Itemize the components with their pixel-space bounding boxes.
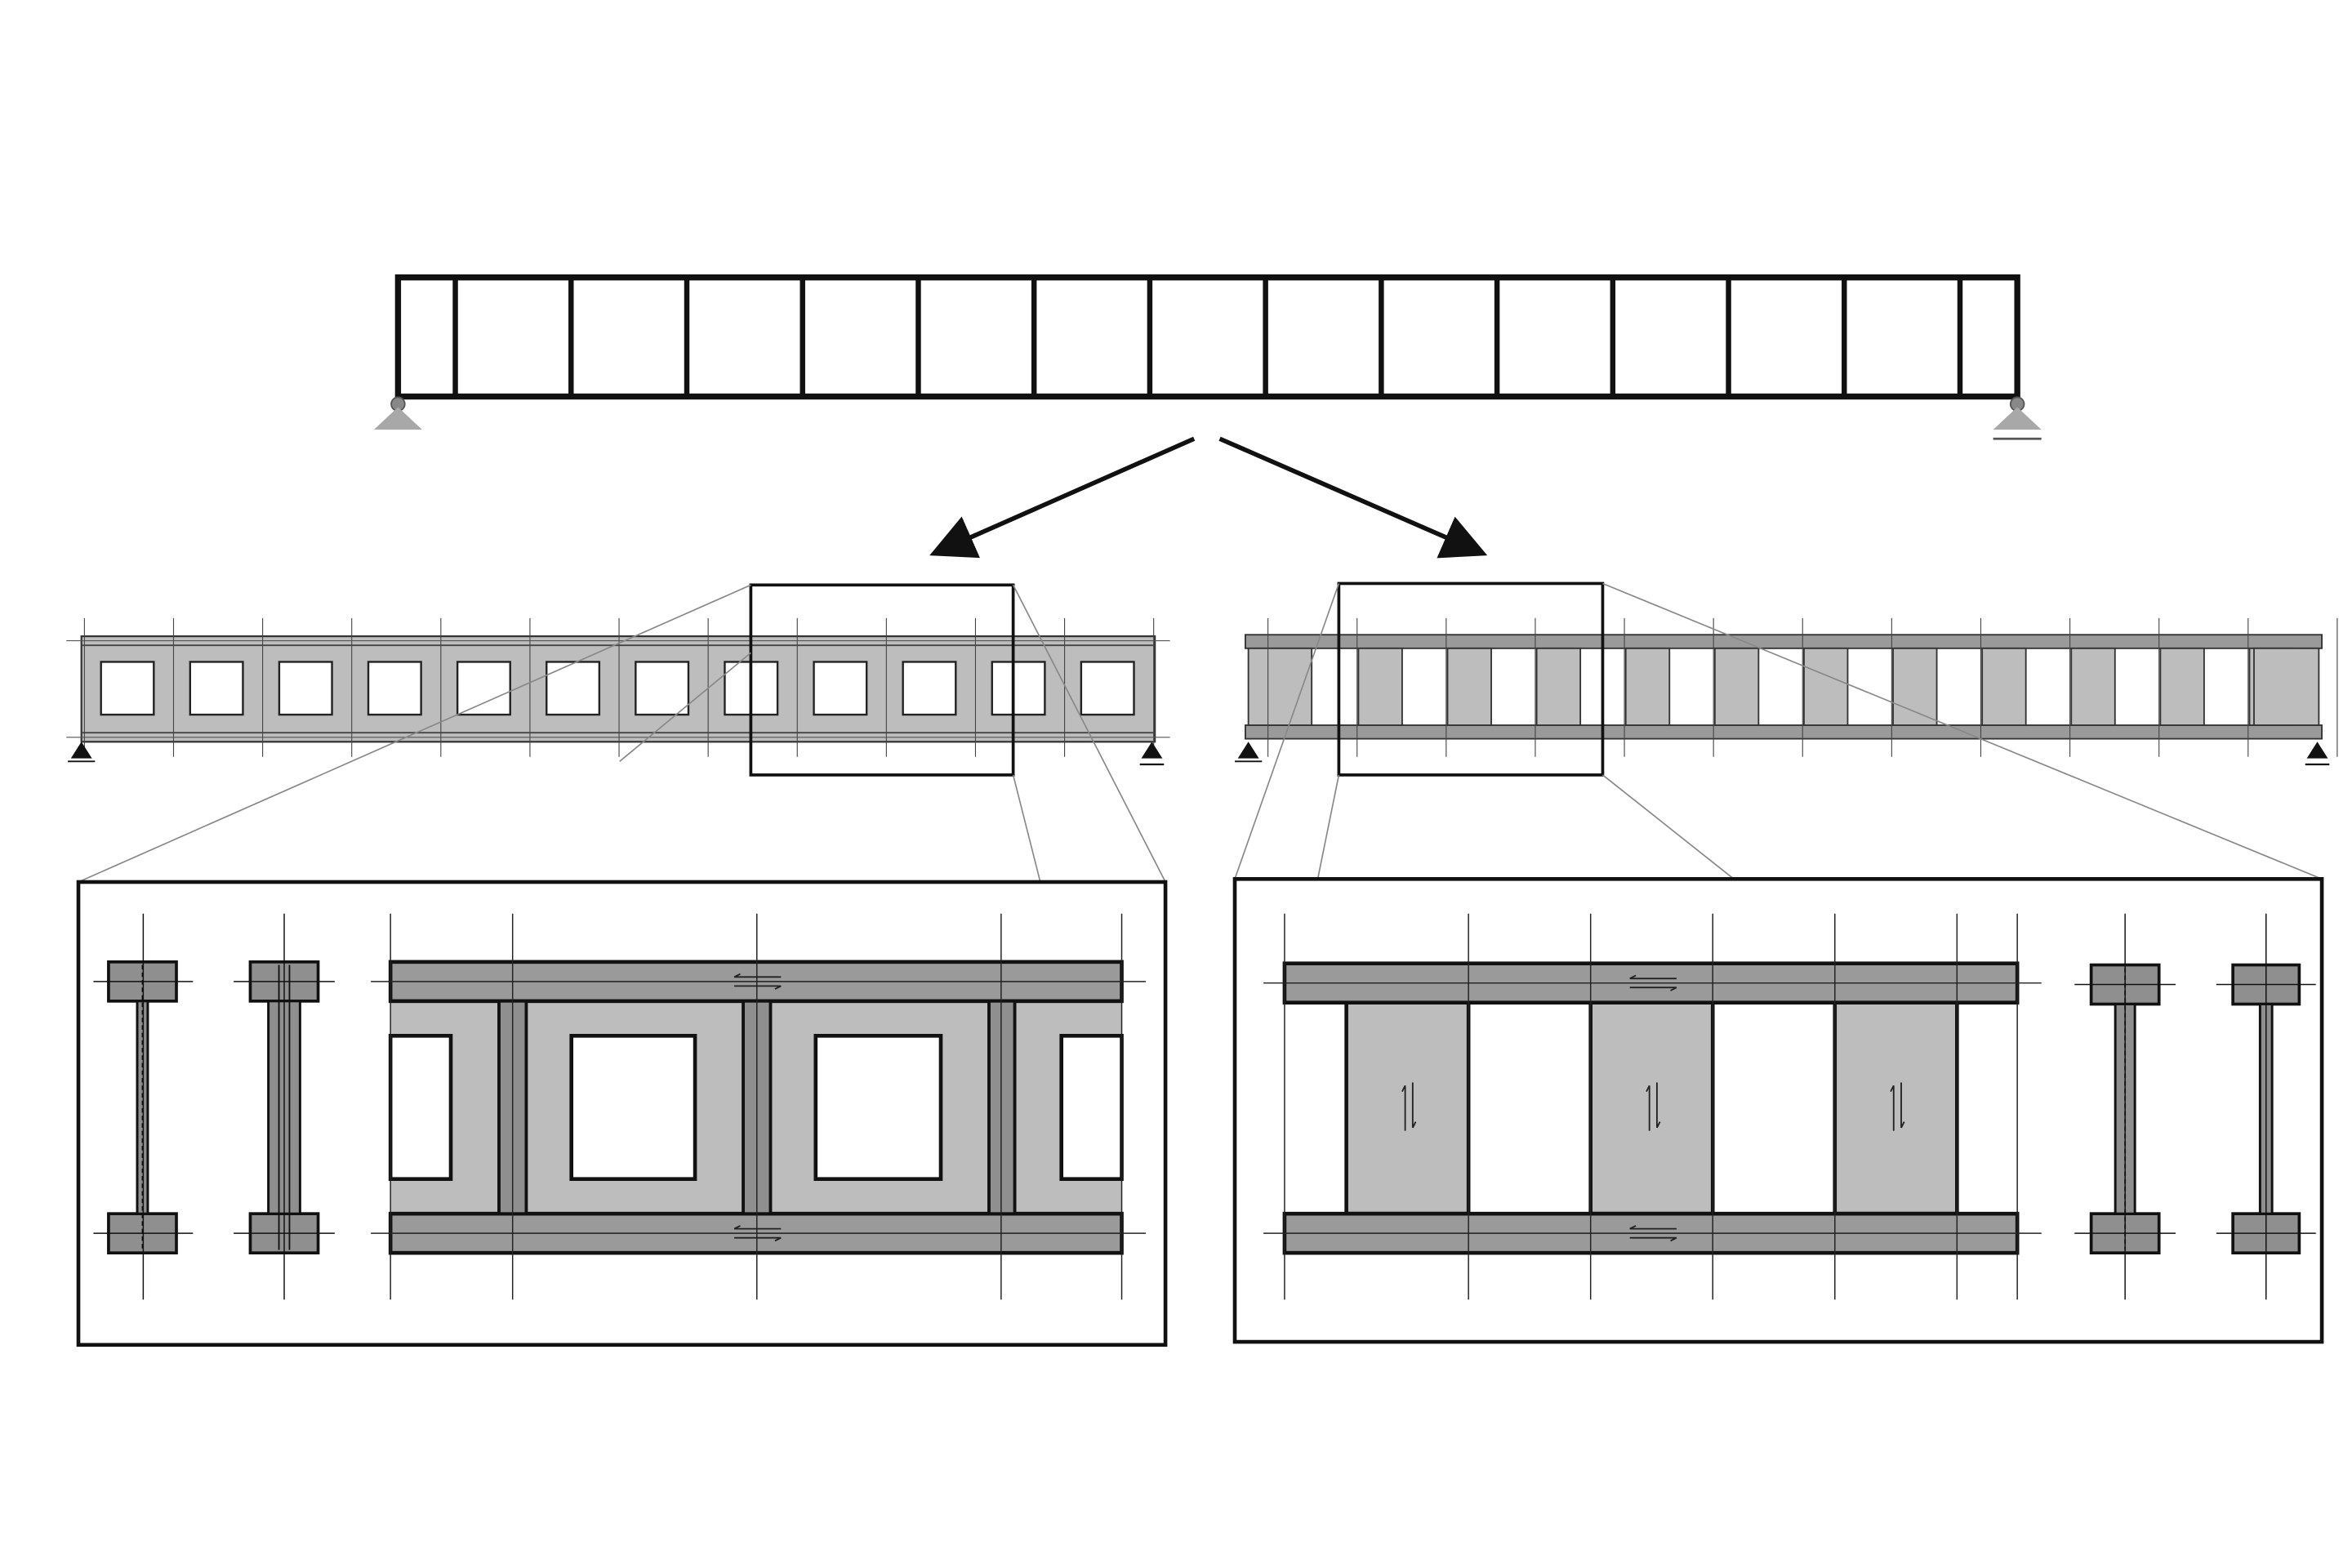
- web-plate: [1446, 647, 1492, 726]
- right-section-view-1: [2074, 913, 2176, 1300]
- left-beam-web: [80, 635, 1156, 743]
- left-beam-roller-support: [1139, 742, 1165, 766]
- truss-verticals: [452, 277, 1963, 397]
- left-beam-openings: [100, 661, 1135, 716]
- left-leader-lines: [78, 584, 1166, 883]
- right-top-chord: [1245, 634, 2323, 649]
- web-plate: [1588, 1000, 1715, 1216]
- opening-partial-right: [1059, 1034, 1124, 1181]
- web-plate: [1624, 647, 1671, 726]
- web-plate: [1535, 647, 1582, 726]
- right-beam-roller-support: [2305, 742, 2330, 766]
- web-plate: [2159, 647, 2205, 726]
- web-stiffeners: [497, 1000, 1017, 1214]
- opening: [100, 661, 155, 716]
- left-section-view-1: [93, 913, 194, 1300]
- web-plate: [2070, 647, 2116, 726]
- right-beam-model: [1235, 581, 2338, 777]
- opening: [278, 661, 333, 716]
- opening: [813, 661, 868, 716]
- opening: [456, 661, 511, 716]
- opening-partial-left: [388, 1034, 453, 1181]
- left-beam-pinned-support: [68, 742, 96, 763]
- left-beam-model: [66, 583, 1170, 777]
- right-leader-lines: [1234, 582, 2323, 880]
- opening: [1080, 661, 1135, 716]
- web-plate: [1803, 647, 1849, 726]
- right-detail-gridlines: [1263, 913, 2042, 1300]
- web-plate: [1247, 647, 1313, 726]
- arrow-to-right-model: [1218, 436, 1488, 559]
- arrow-to-left-model: [929, 436, 1196, 559]
- web-plate: [1833, 1000, 1959, 1216]
- left-beam-gridlines: [83, 617, 1155, 757]
- left-section-view-2: [234, 913, 335, 1300]
- left-detail-web: [371, 913, 1147, 1300]
- opening: [635, 661, 690, 716]
- right-zoom-box: [1337, 581, 1605, 777]
- web-plate: [1892, 647, 1938, 726]
- flange-force-symbols: [733, 973, 782, 1242]
- web-plate: [1344, 1000, 1471, 1216]
- opening: [569, 1034, 697, 1181]
- left-detail-panel: [76, 880, 1168, 1348]
- left-zoom-box: [749, 583, 1015, 777]
- opening: [991, 661, 1046, 716]
- opening: [367, 661, 422, 716]
- right-detail-panel: [1232, 877, 2324, 1344]
- web-plate: [1357, 647, 1403, 726]
- right-bottom-chord: [1245, 724, 2323, 740]
- truss-outer-frame: [394, 274, 2020, 400]
- roller-support: [1993, 396, 2042, 440]
- web-plate: [1981, 647, 2027, 726]
- right-detail-web: [1263, 913, 2042, 1300]
- plate-shear-symbols: [1401, 974, 1905, 1242]
- pinned-support: [373, 396, 422, 430]
- right-beam-pinned-support: [1235, 742, 1263, 763]
- opening: [813, 1034, 943, 1181]
- opening: [546, 661, 601, 716]
- opening: [902, 661, 957, 716]
- left-detail-gridlines: [371, 913, 1147, 1300]
- opening: [189, 661, 244, 716]
- right-beam-gridlines: [1267, 617, 2338, 757]
- web-plate: [2253, 647, 2320, 726]
- right-section-view-2: [2216, 913, 2316, 1300]
- right-beam-web-plates: [1247, 647, 2320, 726]
- top-truss: [373, 274, 2042, 440]
- web-plate: [1713, 647, 1760, 726]
